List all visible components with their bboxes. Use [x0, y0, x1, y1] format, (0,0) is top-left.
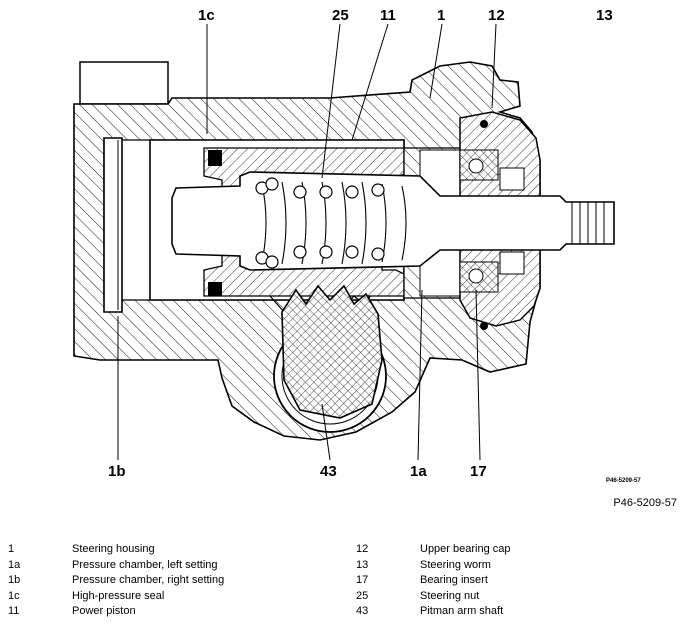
legend-description: High-pressure seal [72, 589, 165, 602]
legend-description: Upper bearing cap [420, 543, 511, 555]
legend-number: 1b [8, 574, 21, 586]
legend-description: Pressure chamber, left setting [72, 558, 218, 571]
legend-number: 1 [8, 543, 15, 555]
legend-description: Steering nut [420, 589, 480, 602]
callout-1: 1 [437, 7, 445, 24]
end-cap [103, 137, 123, 313]
recirculating-balls [255, 177, 385, 269]
shaft-spline [571, 202, 605, 244]
callout-17: 17 [470, 463, 487, 480]
mounting-boss [79, 61, 169, 105]
legend-description: Bearing insert [420, 574, 488, 586]
callout-1b: 1b [108, 463, 126, 480]
callout-1c: 1c [198, 7, 215, 24]
angular-bearing [459, 149, 525, 293]
legend-description: Steering housing [72, 543, 155, 555]
steering-worm-shaft [171, 171, 615, 271]
legend-number: 13 [356, 558, 369, 571]
legend-number: 1c [8, 589, 20, 602]
small-reference: P46-5209-57 [606, 478, 641, 484]
legend-description: Pressure chamber, right setting [72, 574, 225, 586]
callout-13: 13 [596, 7, 613, 24]
legend-number: 17 [356, 574, 369, 586]
callout-43: 43 [320, 463, 337, 480]
legend-description: Pitman arm shaft [420, 605, 504, 617]
high-pressure-seal [208, 120, 488, 330]
legend-description: Steering worm [420, 558, 491, 571]
figure-reference-code: P46-5209-57 [613, 497, 677, 509]
legend-number: 11 [8, 605, 20, 617]
legend-number: 12 [356, 543, 369, 555]
callout-12: 12 [488, 7, 505, 24]
callout-25: 25 [332, 7, 349, 24]
leader-lines [117, 23, 497, 461]
callout-1a: 1a [410, 463, 427, 480]
legend-description: Power piston [72, 605, 136, 617]
legend-number: 43 [356, 605, 369, 617]
pitman-arm-shaft [273, 284, 387, 433]
legend-number: 25 [356, 589, 369, 602]
legend-number: 1a [8, 558, 21, 571]
steering-gear-cross-section: 1c 25 11 1 12 13 1b 43 1a 17 P46-5209-57 [73, 7, 641, 484]
callout-11: 11 [380, 7, 396, 24]
